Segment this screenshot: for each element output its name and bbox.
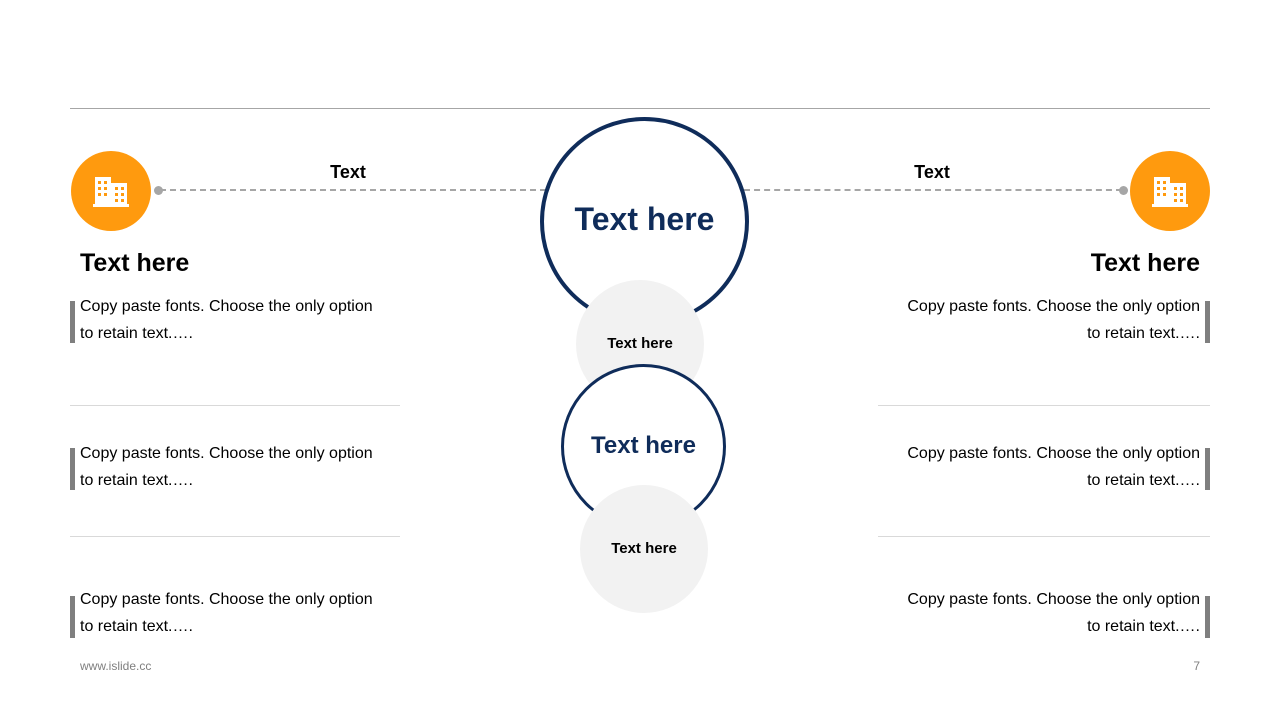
left-item-3-text: Copy paste fonts. Choose the only option… [80,591,373,635]
left-divider-1 [70,405,400,406]
bottom-ring-label: Text here [591,432,696,459]
right-divider-2 [878,536,1210,537]
left-divider-2 [70,536,400,537]
left-title: Text here [80,249,190,277]
footer-website: www.islide.cc [80,659,152,673]
left-connector-dot [154,186,163,195]
top-grey-label: Text here [607,335,673,352]
right-item-bar [1205,301,1210,343]
right-item-3-text: Copy paste fonts. Choose the only option… [907,591,1200,635]
right-connector-label: Text [914,162,950,182]
left-item-bar [70,301,75,343]
right-item-2-text: Copy paste fonts. Choose the only option… [907,445,1200,489]
left-connector-label: Text [330,162,366,182]
page-number: 7 [1193,659,1200,673]
left-item-bar [70,596,75,638]
right-connector-line [744,189,1122,191]
bottom-grey-label: Text here [611,540,677,557]
left-item-1-text: Copy paste fonts. Choose the only option… [80,298,373,342]
left-building-badge [71,151,151,231]
top-ring-label: Text here [574,201,715,237]
right-item-bar [1205,448,1210,490]
building-icon [1152,177,1188,207]
right-divider-1 [878,405,1210,406]
right-connector-dot [1119,186,1128,195]
bottom-grey-circle [580,485,708,613]
left-item-bar [70,448,75,490]
right-title: Text here [1090,249,1200,277]
right-item-bar [1205,596,1210,638]
top-divider [70,108,1210,109]
left-item-2-text: Copy paste fonts. Choose the only option… [80,445,373,489]
building-icon [93,177,129,207]
left-connector-line [160,189,546,191]
right-item-1-text: Copy paste fonts. Choose the only option… [907,298,1200,342]
right-building-badge [1130,151,1210,231]
